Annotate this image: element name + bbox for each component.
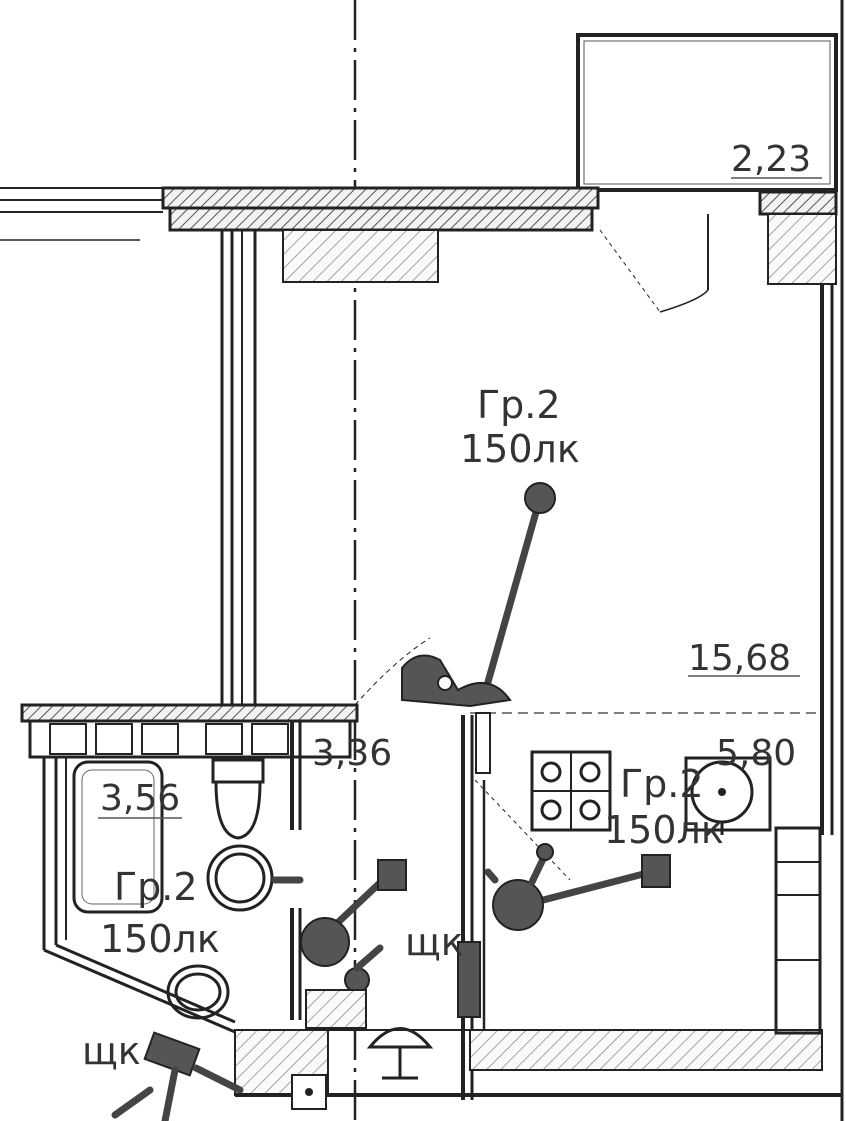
group-label-bath-line2: 150лк [100, 917, 220, 961]
panel-label-hall: щк [405, 920, 464, 964]
bell-icon [366, 1027, 434, 1080]
toilet [211, 758, 265, 840]
washbasin [166, 964, 230, 1020]
stove [530, 750, 612, 832]
group-label-kitchen-line1: Гр.2 [620, 762, 704, 806]
bottom-wall [234, 1029, 842, 1110]
sink [206, 844, 274, 912]
left-partition [220, 230, 257, 710]
living-lamp-icon [524, 482, 556, 514]
kitchen-cabinet [774, 826, 822, 1035]
right-wall [820, 0, 844, 1121]
room-area-kitchen: 5,80 [716, 733, 796, 774]
bath-hall-wall [290, 720, 302, 1020]
bath-panel-icon [143, 1031, 201, 1077]
balcony-door [599, 214, 709, 313]
room-area-balcony: 2,23 [731, 139, 811, 180]
bath-panel [111, 1031, 244, 1121]
hall-door-swing [354, 637, 431, 706]
panel-label-bath: щк [82, 1029, 141, 1073]
room-area-living: 15,68 [688, 638, 791, 679]
kitchen-lighting [484, 843, 671, 931]
group-label-bath-line1: Гр.2 [114, 865, 198, 909]
living-switch-icon [401, 654, 512, 708]
balcony [576, 33, 838, 192]
kitchen-lamp-icon [641, 854, 671, 888]
room-area-hall: 3,36 [312, 733, 392, 774]
group-label-living-line2: 150лк [460, 427, 580, 471]
bath-top-wall [20, 703, 359, 759]
room-area-bath: 3,56 [100, 778, 180, 819]
hall-panel-icon [457, 941, 481, 1018]
kitchen-sink [684, 756, 772, 835]
group-label-kitchen-line2: 150лк [604, 808, 724, 852]
top-wall [0, 186, 838, 285]
hall-lighting [271, 859, 407, 1029]
hall-lamp-icon [377, 859, 407, 891]
living-lighting [401, 482, 556, 708]
hall-switch-icon [300, 917, 350, 967]
kitchen-switch-icon [492, 879, 544, 931]
group-label-living-line1: Гр.2 [477, 383, 561, 427]
